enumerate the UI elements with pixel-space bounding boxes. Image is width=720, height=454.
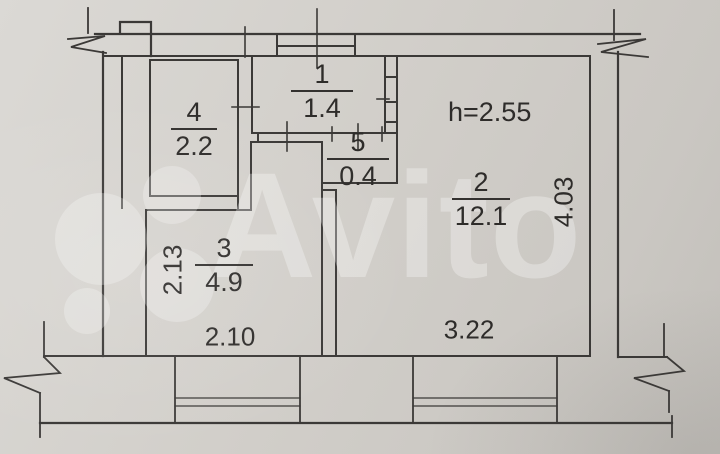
room-3-label: 3 4.9	[195, 233, 253, 298]
room-3-number: 3	[195, 233, 253, 267]
outer-walls	[38, 20, 674, 425]
room-1-label: 1 1.4	[291, 59, 353, 124]
window-room3	[174, 355, 301, 424]
dimension-room2-depth: 4.03	[548, 176, 579, 228]
break-zigzag-bottom-left	[3, 355, 62, 395]
break-zigzag-top-right	[597, 38, 649, 58]
dimension-room2-width: 3.22	[443, 314, 495, 345]
room-4-area: 2.2	[175, 131, 213, 162]
room-5-number: 5	[327, 127, 389, 161]
break-zigzag-bottom-right	[633, 355, 687, 393]
room-1-area: 1.4	[303, 93, 341, 124]
dimension-room3-depth: 2.13	[157, 244, 188, 296]
room-2-number: 2	[452, 167, 510, 201]
room-4-outline	[149, 59, 239, 197]
dimension-room3-width: 2.10	[204, 321, 256, 352]
wall-break-marks	[3, 7, 687, 438]
room-2-label: 2 12.1	[452, 167, 510, 232]
opening-ticks	[231, 8, 390, 152]
room-4-number: 4	[171, 97, 217, 131]
room-5-area: 0.4	[339, 161, 377, 192]
ceiling-height-label: h=2.55	[448, 97, 532, 127]
room-2-area: 12.1	[454, 201, 508, 232]
inner-wall-lines	[43, 55, 668, 358]
room-5-label: 5 0.4	[327, 127, 389, 192]
window-room2	[412, 356, 558, 424]
break-zigzag-top-left	[67, 35, 108, 55]
room-4-label: 4 2.2	[171, 97, 217, 162]
room-3-area: 4.9	[205, 267, 243, 298]
room-1-number: 1	[291, 59, 353, 93]
